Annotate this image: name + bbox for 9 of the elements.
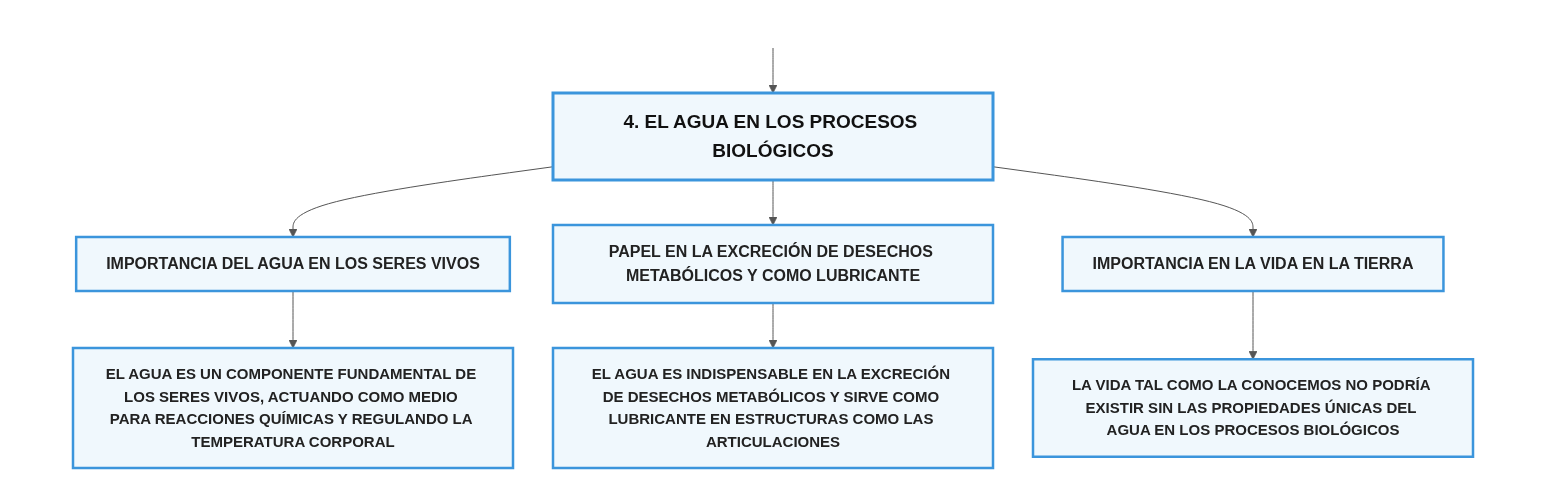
- node-box: 4. EL AGUA EN LOS PROCESOS BIOLÓGICOS: [551, 91, 995, 182]
- arrow: [768, 47, 778, 94]
- node-box: IMPORTANCIA DEL AGUA EN LOS SERES VIVOS: [74, 235, 512, 293]
- node-box: IMPORTANCIA EN LA VIDA EN LA TIERRA: [1061, 235, 1445, 293]
- node-box: LA VIDA TAL COMO LA CONOCEMOS NO PODRÍA EXISTIR SIN LAS PROPIEDADES ÚNICAS DEL AGUA EN LOS PROCESOS BIOLÓGICOS: [1031, 358, 1475, 458]
- arrow: [288, 166, 554, 238]
- node-box: EL AGUA ES UN COMPONENTE FUNDAMENTAL DE LOS SERES VIVOS, ACTUANDO COMO MEDIO PARA REACCIONES QUÍMICAS Y REGULANDO LA TEMPERATURA CORPORAL: [71, 346, 515, 470]
- node-box: EL AGUA ES INDISPENSABLE EN LA EXCRECIÓN DE DESECHOS METABÓLICOS Y SIRVE COMO LUBRICANTE EN ESTRUCTURAS COMO LAS ARTICULACIONES: [551, 346, 995, 470]
- node-box: PAPEL EN LA EXCRECIÓN DE DESECHOS METABÓLICOS Y COMO LUBRICANTE: [551, 223, 995, 305]
